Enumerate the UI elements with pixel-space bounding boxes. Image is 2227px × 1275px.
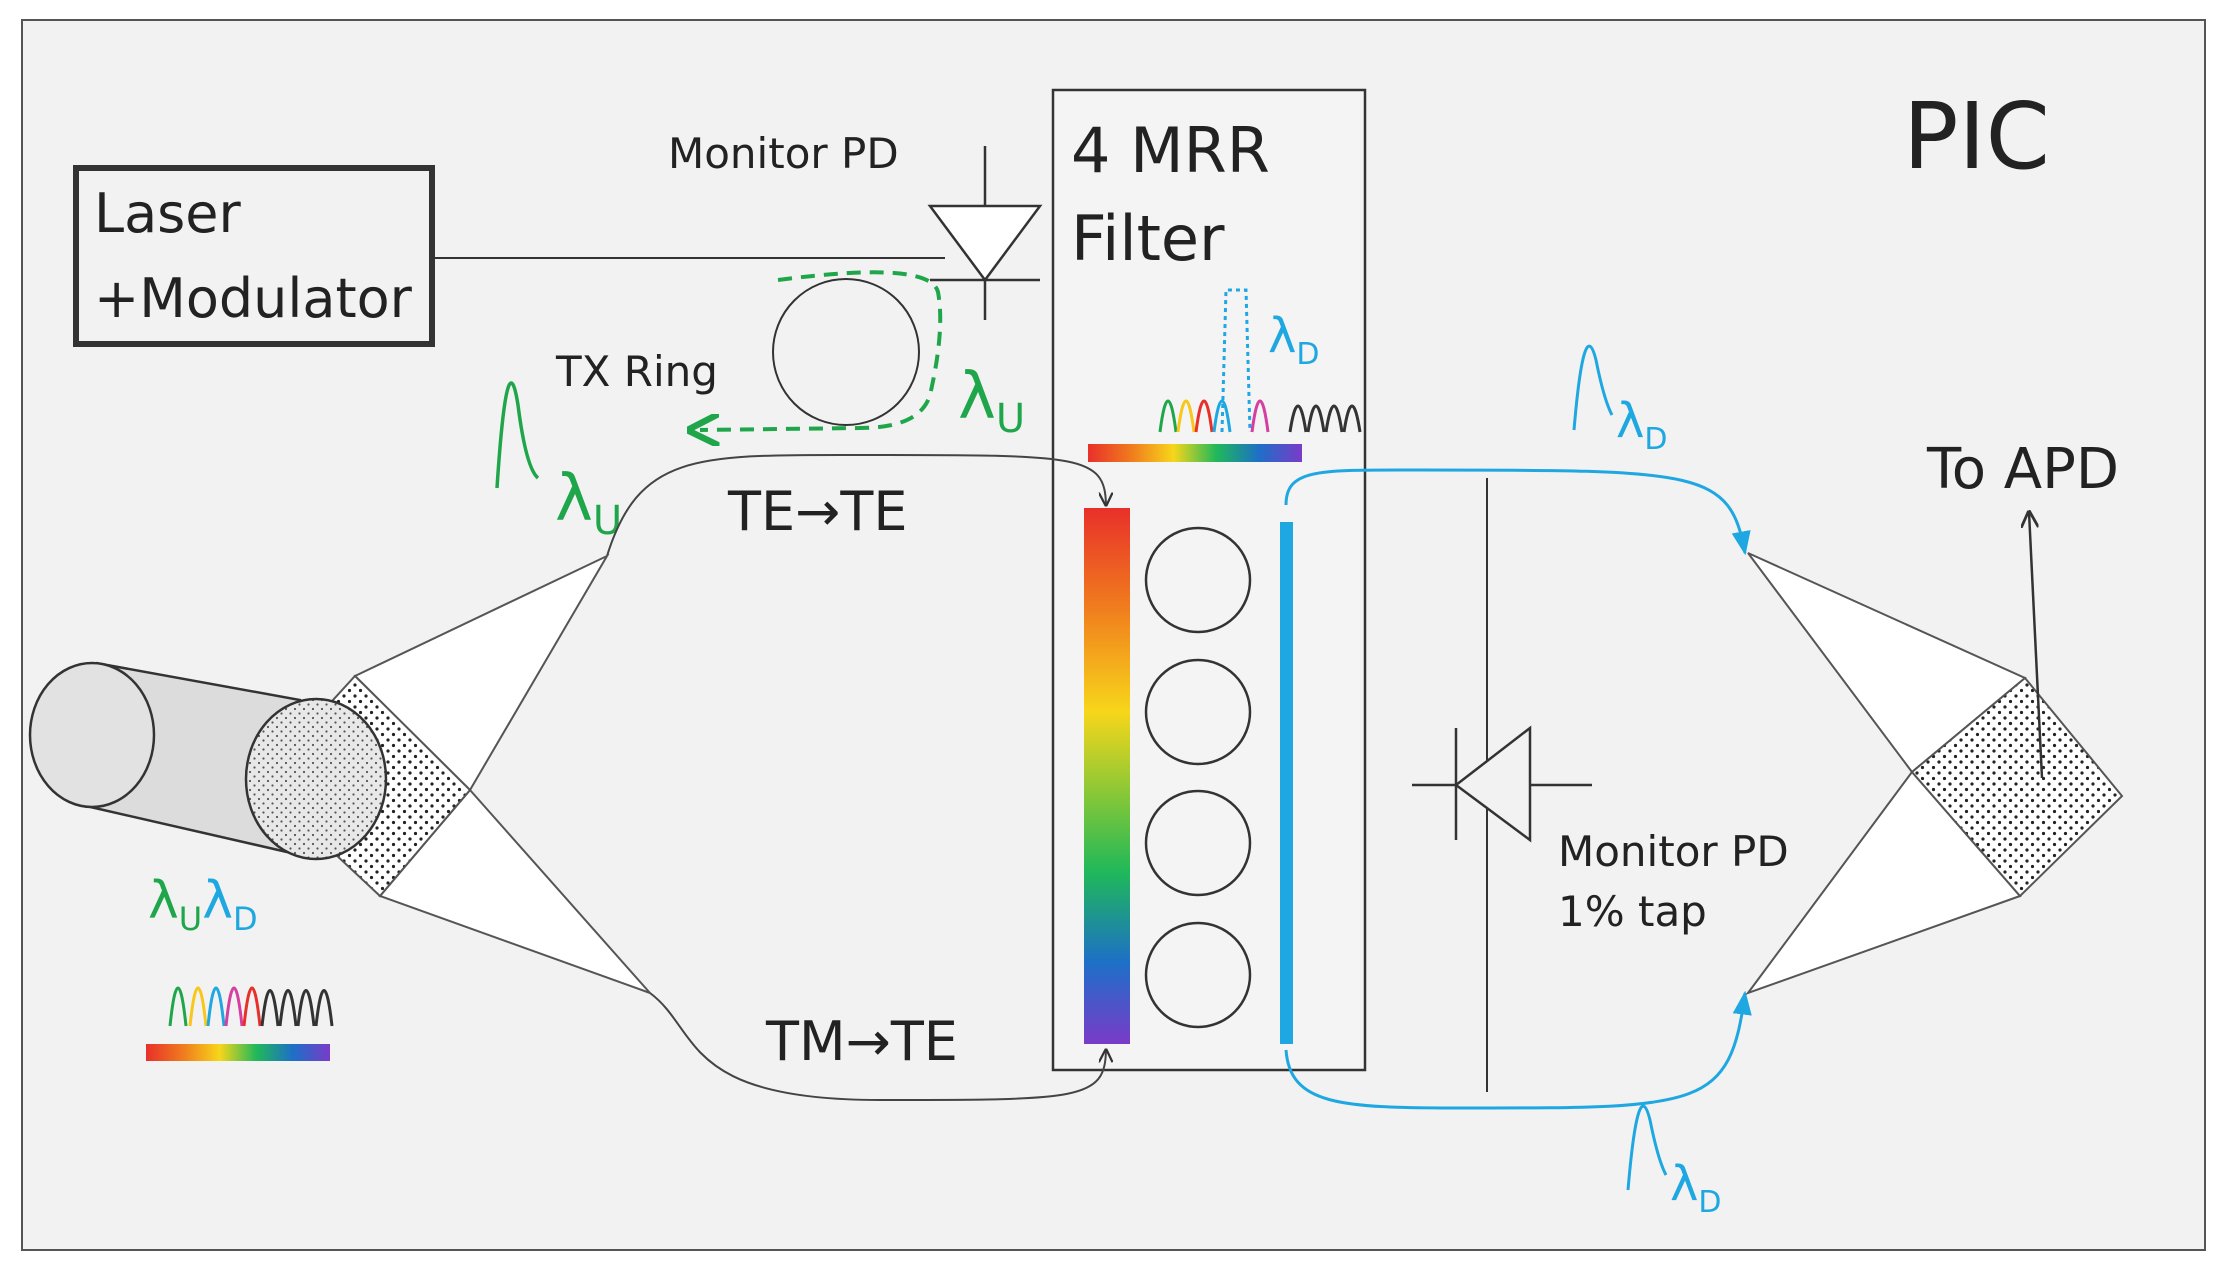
laser-label-line2: +Modulator [94, 267, 413, 330]
laser-modulator-box [73, 165, 435, 347]
filter-spectrum-peaks-icon [1158, 399, 1362, 433]
monitor-pd-top-icon [927, 146, 1043, 320]
te-te-waveguide [606, 453, 1106, 557]
to-apd-label: To APD [1926, 437, 2119, 502]
lambda-u-peak-icon [495, 381, 540, 489]
tm-te-waveguide [649, 992, 1106, 1102]
tx-ring-label: TX Ring [555, 347, 718, 396]
lambda-d-lower-label: λD [1670, 1156, 1722, 1220]
lambda-ud-input-label: λUλD [148, 871, 258, 938]
lambda-d-upper-label: λD [1616, 393, 1668, 457]
mrr-ring-1 [1144, 526, 1252, 634]
filter-spectrum-bar [1088, 444, 1302, 462]
mrr-ring-3 [1144, 789, 1252, 897]
monitor-pd-right-label-line1: Monitor PD [1558, 827, 1789, 876]
pic-label: PIC [1903, 83, 2050, 190]
te-te-label: TE→TE [727, 480, 907, 543]
lambda-d-filter-label: λD [1268, 308, 1320, 372]
filter-label-line2: Filter [1071, 202, 1225, 275]
lambda-u-ring-label: λU [958, 360, 1025, 442]
drop-waveguide-upper [1284, 468, 1751, 556]
mrr-ring-2 [1144, 658, 1252, 766]
filter-drop-bus [1280, 522, 1293, 1044]
tx-ring-loop-arrow [700, 270, 943, 430]
lambda-u-left-label: λU [555, 462, 622, 544]
fiber-icon [28, 661, 388, 861]
mrr-ring-4 [1144, 921, 1252, 1029]
tm-te-label: TM→TE [765, 1010, 958, 1073]
monitor-pd-top-label: Monitor PD [668, 129, 899, 178]
lambda-d-lower-peak-icon [1626, 1104, 1668, 1191]
monitor-pd-right-label-line2: 1% tap [1558, 887, 1707, 936]
lambda-d-upper-peak-icon [1572, 344, 1614, 431]
input-spectrum-bar [146, 1044, 330, 1061]
right-grating-coupler [1745, 552, 2124, 996]
input-spectrum-peaks-icon [168, 986, 334, 1027]
monitor-pd-right-icon [1412, 725, 1592, 843]
lambda-d-dotted-peak-icon [1220, 288, 1252, 433]
filter-label-line1: 4 MRR [1071, 114, 1270, 187]
tx-ring-icon [772, 278, 920, 426]
filter-rainbow-bus [1084, 508, 1130, 1044]
laser-label-line1: Laser [94, 182, 242, 245]
to-apd-arrow [2029, 512, 2044, 779]
drop-waveguide-lower [1284, 990, 1752, 1110]
